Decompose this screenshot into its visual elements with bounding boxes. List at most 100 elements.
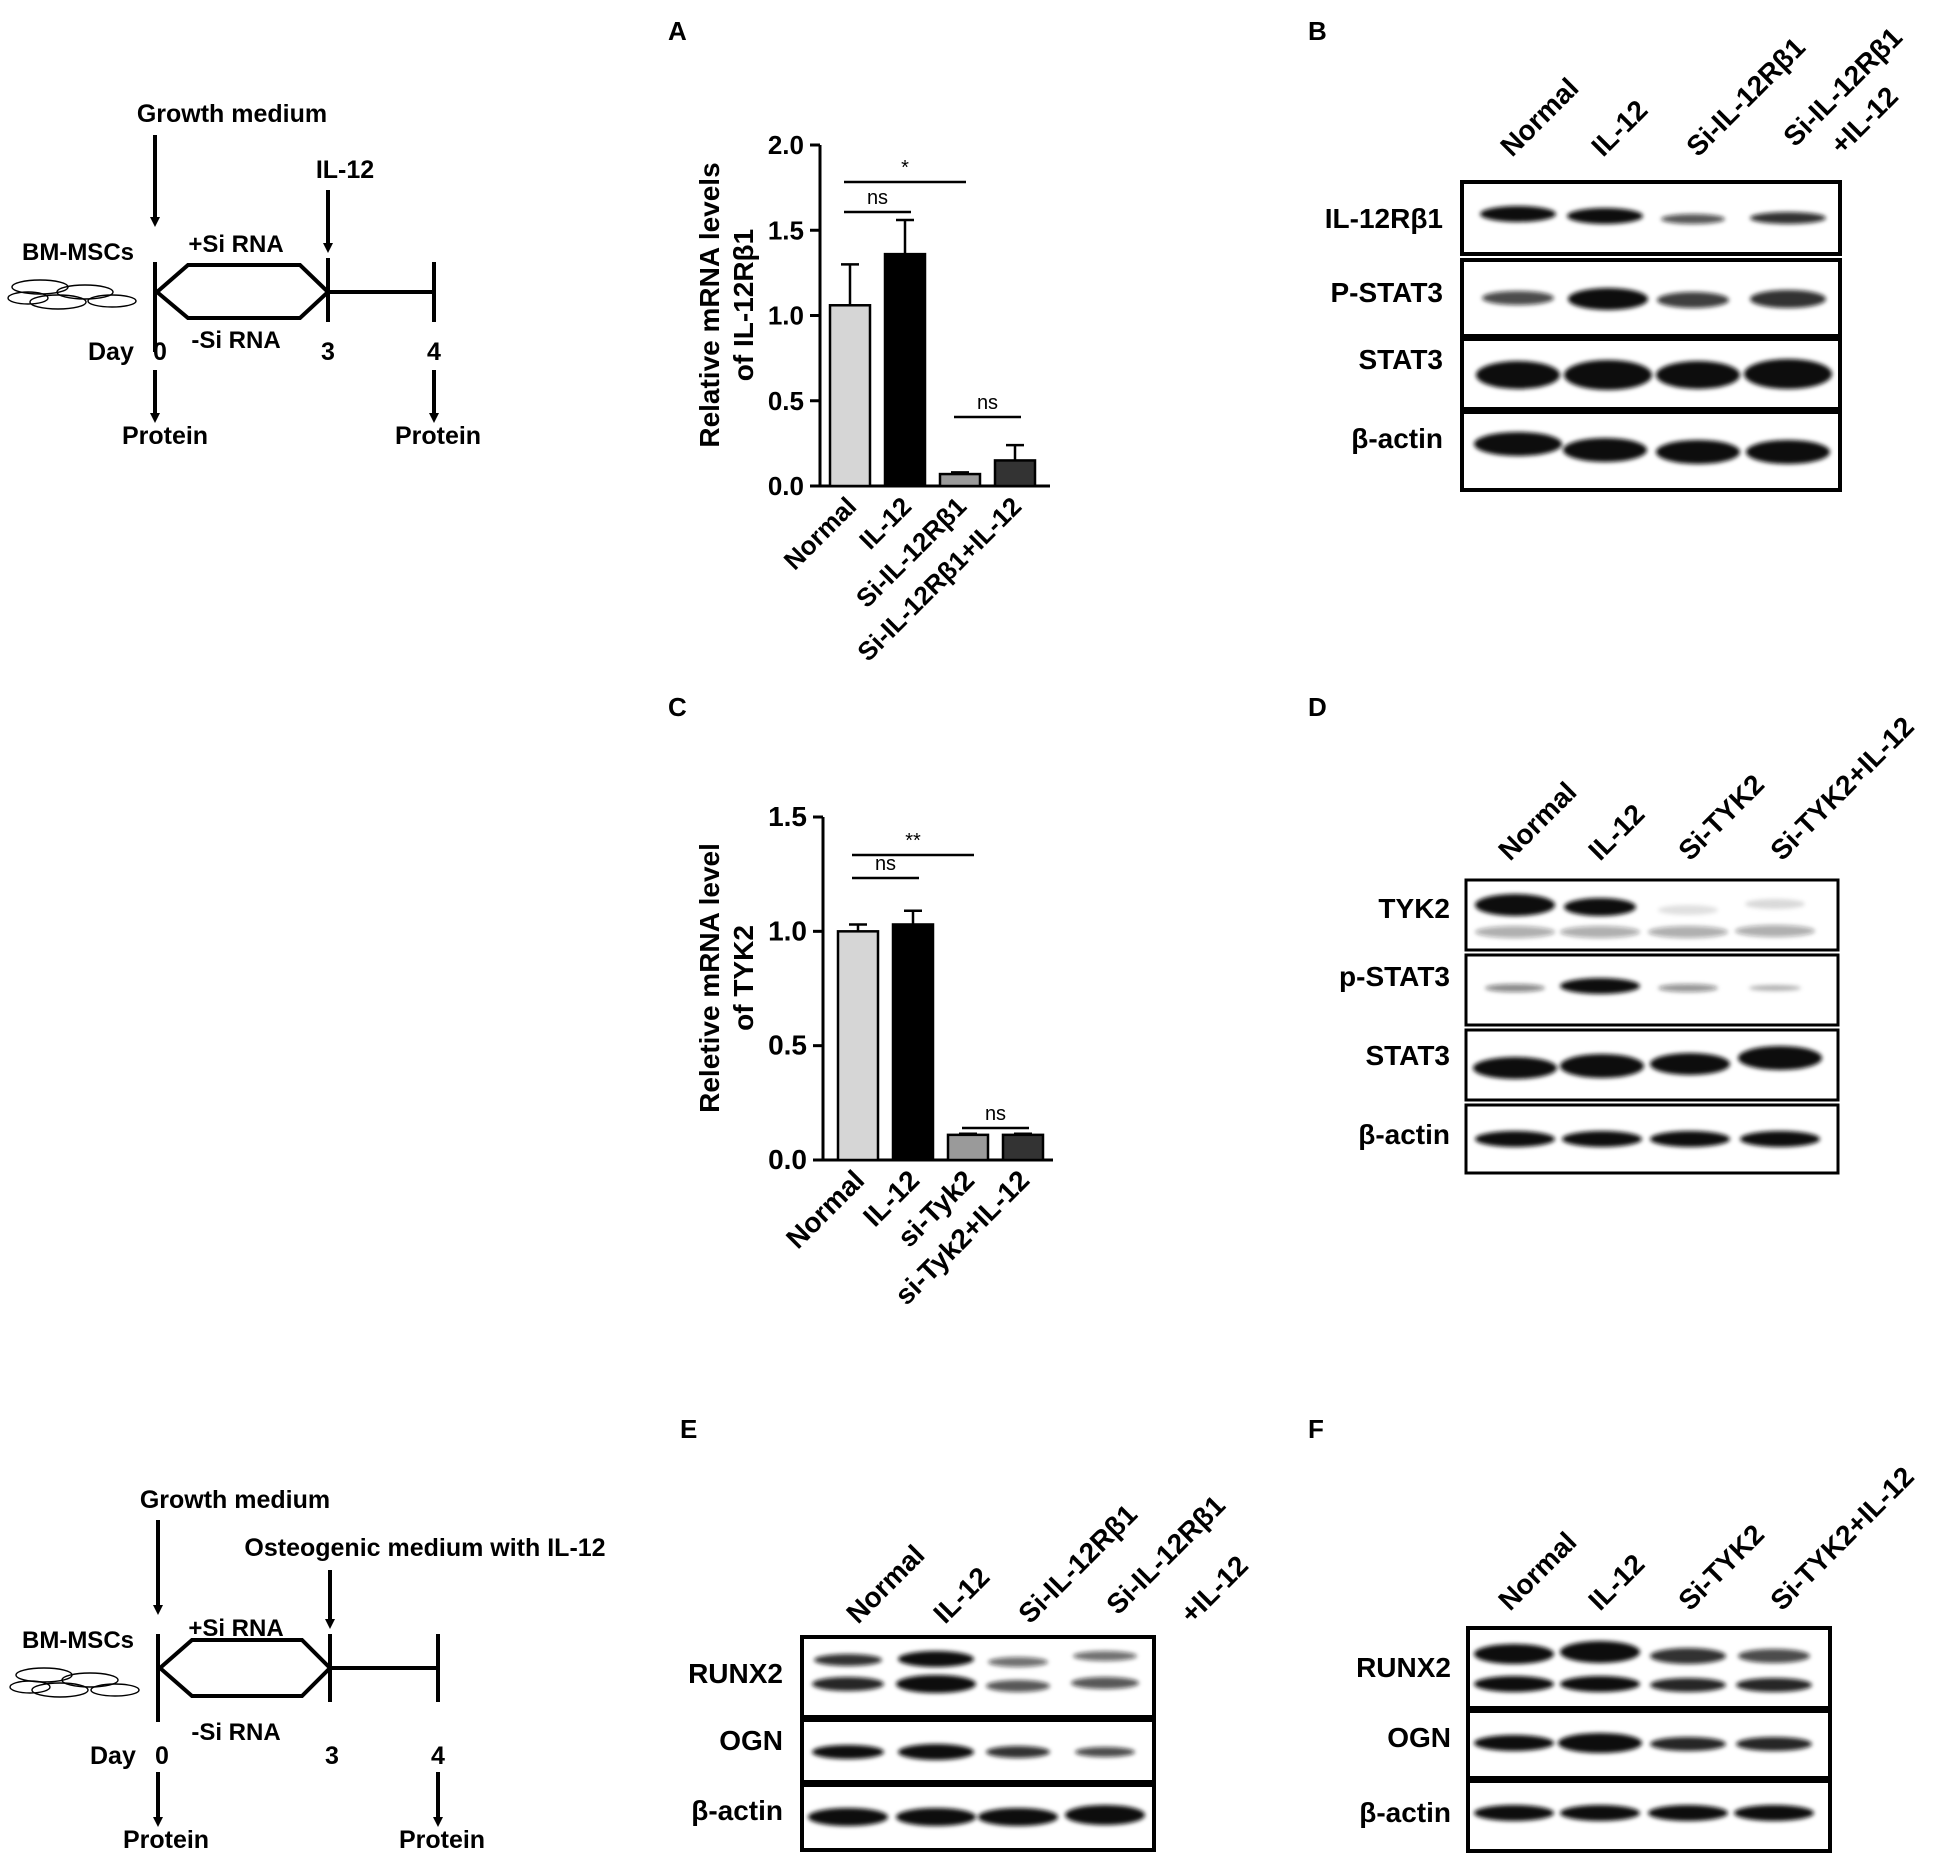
band <box>1658 984 1718 992</box>
blot-e-lane-normal: Normal <box>840 1539 930 1629</box>
band <box>1560 1676 1640 1692</box>
y-tick-label: 0.0 <box>768 1144 807 1175</box>
timeline-top-medium-label: Growth medium <box>137 100 327 128</box>
band <box>1650 1648 1726 1664</box>
y-tick-label: 2.0 <box>768 130 804 160</box>
bar <box>993 459 1037 488</box>
blot-b-row-label: IL-12Rβ1 <box>1325 203 1443 234</box>
blot-b-row-label: P-STAT3 <box>1330 277 1443 308</box>
y-axis-label: Relative mRNA levels <box>694 162 725 447</box>
band <box>986 1746 1050 1758</box>
blot-d: Normal IL-12 Si-TYK2 Si-TYK2+IL-12 <box>1339 711 1920 1175</box>
band <box>898 1651 974 1667</box>
bar <box>946 1133 990 1162</box>
band <box>1650 1678 1726 1692</box>
sirna-hexagon-bottom <box>156 1638 333 1698</box>
panel-label-c: C <box>668 692 687 722</box>
band <box>1562 1131 1642 1147</box>
band <box>1563 438 1647 462</box>
band <box>1560 978 1640 994</box>
y-axis-label: of IL-12Rβ1 <box>728 229 759 381</box>
blot-d-lane-normal: Normal <box>1492 776 1582 866</box>
blot-d-row-label: TYK2 <box>1378 893 1450 924</box>
timeline-bottom-cells-label: BM-MSCs <box>22 1627 134 1654</box>
timeline-top-day-0: 0 <box>153 338 167 366</box>
category-label: Normal <box>780 1164 870 1254</box>
blot-f-lane-il12: IL-12 <box>1582 1548 1650 1616</box>
blot-f-row-label: OGN <box>1387 1722 1451 1753</box>
blot-e-lane-il12: IL-12 <box>927 1561 995 1629</box>
band <box>1476 361 1560 389</box>
band <box>1568 288 1648 310</box>
band <box>1656 361 1740 389</box>
band <box>1560 1805 1640 1821</box>
category-label: Normal <box>778 491 863 576</box>
band <box>1474 1805 1554 1821</box>
y-tick-label: 0.5 <box>768 386 804 416</box>
timeline-bottom-si-minus: -Si RNA <box>191 1719 280 1746</box>
band <box>1740 1131 1820 1147</box>
timeline-top-protein-right: Protein <box>395 422 481 450</box>
y-axis-label: Reletive mRNA level <box>694 843 725 1113</box>
band <box>1564 898 1636 916</box>
significance-label: ** <box>905 830 921 852</box>
band <box>1564 360 1652 390</box>
blot-e-lane-si-il12-suffix: +IL-12 <box>1174 1550 1254 1630</box>
blot-f-lane-normal: Normal <box>1492 1526 1582 1616</box>
blot-d-lane-si-il12: Si-TYK2+IL-12 <box>1764 711 1920 867</box>
timeline-bottom-day-label: Day <box>90 1742 136 1770</box>
timeline-bottom-day-0: 0 <box>155 1742 169 1770</box>
blot-d-lane-il12: IL-12 <box>1582 798 1650 866</box>
band <box>1744 359 1832 389</box>
band <box>1738 1046 1822 1070</box>
significance-label: ns <box>977 392 998 414</box>
band <box>1474 1735 1554 1751</box>
band <box>1750 290 1826 308</box>
band <box>1560 926 1640 938</box>
y-tick-label: 1.0 <box>768 301 804 331</box>
y-tick-label: 1.5 <box>768 801 807 832</box>
band <box>978 1808 1058 1826</box>
band <box>1735 925 1815 937</box>
band <box>1746 440 1830 464</box>
band <box>1657 292 1729 308</box>
timeline-bottom-protein-left: Protein <box>123 1826 209 1854</box>
timeline-top-si-plus: +Si RNA <box>188 231 283 258</box>
band <box>1749 985 1801 991</box>
band <box>812 1677 884 1691</box>
band <box>1648 926 1728 938</box>
band <box>898 1744 974 1760</box>
bar <box>828 304 872 488</box>
bar <box>938 472 982 488</box>
band <box>1558 1733 1642 1753</box>
band <box>1661 214 1725 224</box>
cells-icon-bottom <box>9 1667 140 1698</box>
panel-label-a: A <box>668 16 687 46</box>
bar <box>836 930 880 1162</box>
panel-label-d: D <box>1308 692 1327 722</box>
band <box>1650 1131 1730 1147</box>
band <box>808 1808 888 1826</box>
band <box>1475 926 1555 938</box>
band <box>986 1680 1050 1692</box>
band <box>1482 291 1554 305</box>
band <box>1738 1649 1810 1663</box>
blot-f: Normal IL-12 Si-TYK2 Si-TYK2+IL-12 RUNX2 <box>1356 1461 1920 1853</box>
timeline-top-cells-label: BM-MSCs <box>22 239 134 266</box>
blot-d-row-label: β-actin <box>1358 1119 1450 1150</box>
band <box>1474 1676 1554 1692</box>
blot-b-lane-normal: Normal <box>1494 72 1584 162</box>
timeline-bottom-treatment-label: Osteogenic medium with IL-12 <box>244 1534 605 1562</box>
blot-b-row-label: STAT3 <box>1358 344 1443 375</box>
band <box>1474 432 1562 456</box>
band <box>1650 1053 1730 1075</box>
band <box>1650 1737 1726 1751</box>
blot-b-row-label: β-actin <box>1351 423 1443 454</box>
band <box>1065 1805 1145 1825</box>
band <box>812 1745 884 1759</box>
significance-label: ns <box>867 187 888 209</box>
y-tick-label: 1.0 <box>768 915 807 946</box>
blot-f-lane-si-il12: Si-TYK2+IL-12 <box>1764 1461 1920 1617</box>
band <box>1734 1805 1814 1821</box>
